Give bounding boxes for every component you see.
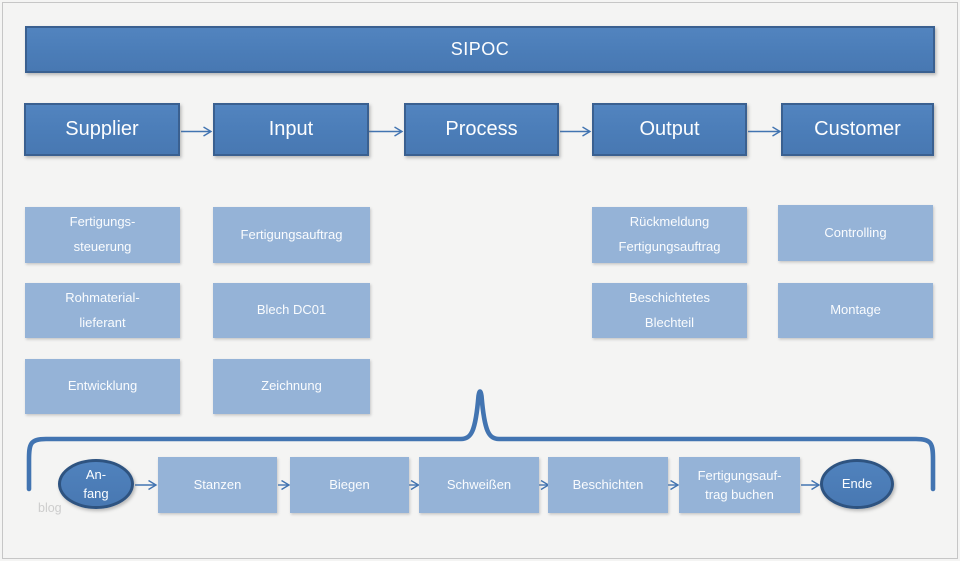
flow-step-fertigungsauftrag-buchen: Fertigungsauf- trag buchen xyxy=(679,457,800,513)
header-process-label: Process xyxy=(445,118,518,140)
output-item-beschichtetes-blechteil: Beschichtetes Blechteil xyxy=(592,283,747,338)
input-item-zeichnung: Zeichnung xyxy=(213,359,370,414)
title-label: SIPOC xyxy=(450,39,510,59)
header-input: Input xyxy=(213,103,369,156)
input-item-blech-dc01: Blech DC01 xyxy=(213,283,370,338)
customer-item-controlling: Controlling xyxy=(778,205,933,261)
header-customer: Customer xyxy=(781,103,934,156)
header-input-label: Input xyxy=(268,118,314,140)
customer-item-montage: Montage xyxy=(778,283,933,338)
blog-watermark: blog xyxy=(38,501,62,515)
header-output: Output xyxy=(592,103,747,156)
header-supplier: Supplier xyxy=(24,103,180,156)
header-customer-label: Customer xyxy=(814,118,901,140)
input-item-fertigungsauftrag: Fertigungsauftrag xyxy=(213,207,370,263)
flow-step-schweissen: Schweißen xyxy=(419,457,539,513)
header-output-label: Output xyxy=(639,118,700,140)
flow-end-ellipse: Ende xyxy=(820,459,894,509)
flow-step-beschichten: Beschichten xyxy=(548,457,668,513)
flow-step-stanzen: Stanzen xyxy=(158,457,277,513)
flow-step-biegen: Biegen xyxy=(290,457,409,513)
header-process: Process xyxy=(404,103,559,156)
flow-start-ellipse: An- fang xyxy=(58,459,134,509)
supplier-item-fertigungssteuerung: Fertigungs- steuerung xyxy=(25,207,180,263)
output-item-rueckmeldung: Rückmeldung Fertigungsauftrag xyxy=(592,207,747,263)
title-bar: SIPOC xyxy=(25,26,935,73)
header-supplier-label: Supplier xyxy=(65,118,139,140)
supplier-item-rohmateriallieferant: Rohmaterial- lieferant xyxy=(25,283,180,338)
supplier-item-entwicklung: Entwicklung xyxy=(25,359,180,414)
